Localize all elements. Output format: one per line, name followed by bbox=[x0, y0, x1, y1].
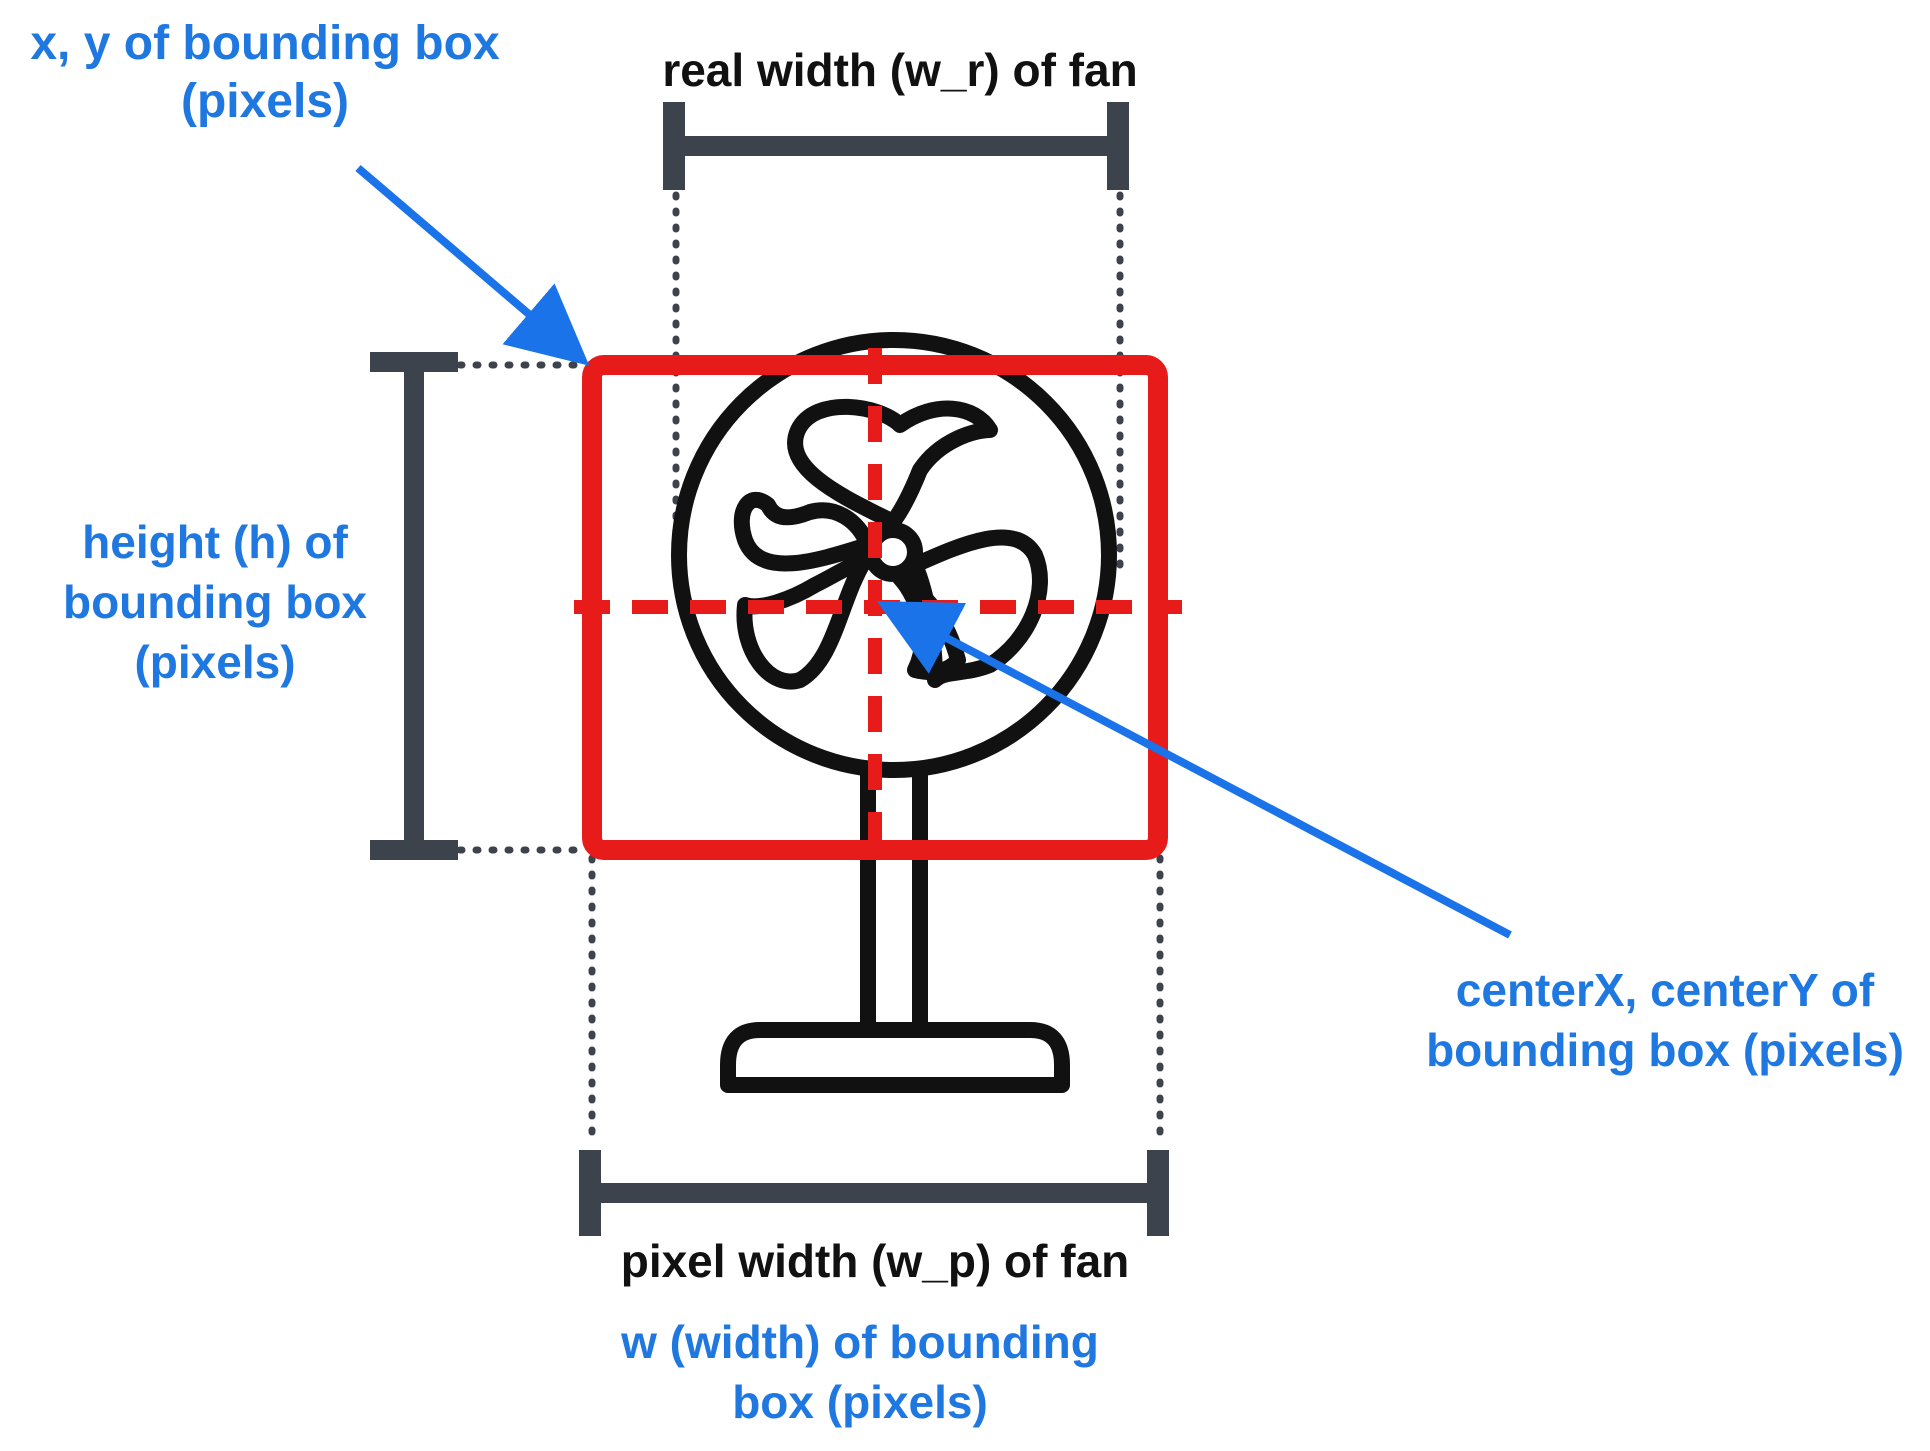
annotation-arrows bbox=[355, 164, 1512, 939]
w-width-label-line-1: w (width) of bounding bbox=[621, 1316, 1099, 1368]
height-label: height (h) of bounding box (pixels) bbox=[35, 512, 395, 692]
center-label-line-2: bounding box (pixels) bbox=[1426, 1024, 1904, 1076]
xy-label-line-2: (pixels) bbox=[180, 75, 350, 128]
center-label-line-1: centerX, centerY of bbox=[1455, 964, 1875, 1016]
w-width-label: w (width) of bounding box (pixels) bbox=[560, 1312, 1160, 1432]
fan-blade-top bbox=[787, 398, 998, 530]
real-width-label: real width (w_r) of fan bbox=[662, 44, 1138, 96]
pixel-width-label: pixel width (w_p) of fan bbox=[620, 1235, 1130, 1287]
height-bracket bbox=[370, 352, 458, 860]
w-width-label-line-2: box (pixels) bbox=[732, 1376, 988, 1428]
height-label-line-2: bounding box bbox=[62, 576, 368, 628]
fan-blade-left bbox=[733, 492, 876, 572]
center-label: centerX, centerY of bounding box (pixels… bbox=[1405, 960, 1925, 1080]
xy-label: x, y of bounding box (pixels) bbox=[10, 15, 520, 131]
xy-label-line-1: x, y of bounding box bbox=[30, 17, 500, 70]
pixel-width-bracket bbox=[579, 1150, 1169, 1236]
fan-guard bbox=[671, 332, 1117, 778]
center-arrow bbox=[876, 601, 1512, 939]
height-label-line-1: height (h) of bbox=[82, 516, 348, 568]
desk-fan-icon bbox=[671, 332, 1117, 1093]
center-crosshair bbox=[574, 348, 1182, 868]
real-width-bracket bbox=[663, 102, 1129, 190]
xy-arrow bbox=[355, 164, 590, 366]
height-label-line-3: (pixels) bbox=[134, 636, 296, 688]
fan-blade-left-lower bbox=[736, 552, 873, 690]
fan-base bbox=[720, 1022, 1070, 1093]
